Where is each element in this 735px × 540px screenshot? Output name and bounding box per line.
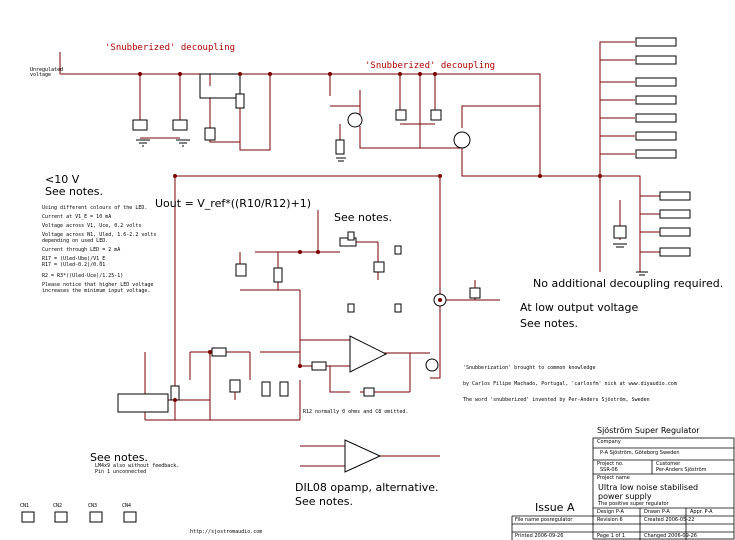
connector-label: CN1 bbox=[20, 503, 30, 509]
note-line: Current through LED = 2 mA bbox=[42, 247, 121, 253]
note-line: R2 = R3*((Uled-Uce)/1.25-1) bbox=[42, 273, 124, 279]
tb-project-name-3: The positive super regulator bbox=[598, 501, 669, 507]
no-additional-decoupling: No additional decoupling required. bbox=[533, 277, 724, 290]
lm-note-2: Pin 1 unconnected bbox=[95, 469, 147, 475]
tb-revision: Revision 6 bbox=[597, 517, 623, 523]
tb-page: Page 1 of 1 bbox=[597, 533, 626, 539]
connector-label: CN3 bbox=[88, 503, 98, 509]
note-line: R17 = (Uled-Ube)/V1_E bbox=[42, 256, 106, 262]
tb-project-name-1: Ultra low noise stabilised bbox=[598, 483, 699, 492]
low-output-label: At low output voltage bbox=[520, 301, 639, 314]
credit-2: by Carlos Filipe Machado, Portugal, 'car… bbox=[463, 381, 677, 387]
tb-company: P-A Sjöström, Göteborg Sweden bbox=[600, 450, 680, 456]
uout-formula: Uout = V_ref*((R10/R12)+1) bbox=[155, 197, 312, 210]
unregulated-label: Unregulated voltage bbox=[30, 67, 64, 78]
note-line: Please notice that higher LED voltage bbox=[42, 282, 154, 288]
connector-label: CN2 bbox=[53, 503, 63, 509]
snub-right-label: 'Snubberized' decoupling bbox=[365, 61, 496, 71]
note-line: Current at V1_E = 10 mA bbox=[42, 214, 112, 220]
tb-file-name: File name posregulator bbox=[515, 517, 573, 523]
tb-project-no: SSR-06 bbox=[600, 467, 618, 473]
tb-company-label: Company bbox=[597, 439, 621, 445]
tb-project-name-2: power supply bbox=[598, 492, 652, 501]
wires bbox=[59, 41, 660, 467]
lt10v-label: <10 V bbox=[45, 173, 80, 186]
tb-project-no-label: Project no. bbox=[597, 461, 624, 467]
issue-label: Issue A bbox=[535, 501, 575, 514]
credit-1: 'Snubberization' brought to common knowl… bbox=[463, 365, 596, 371]
components bbox=[21, 37, 691, 523]
note-line: R17 = (Uled-0.2)/0.01 bbox=[42, 262, 106, 268]
tb-appr: Appr. P-A bbox=[690, 509, 713, 515]
note-line: increases the minimum input voltage. bbox=[42, 288, 151, 294]
note-line: depending on used LED. bbox=[42, 238, 109, 244]
tb-printed: Printed 2006-09-26 bbox=[515, 533, 564, 539]
tb-customer: Per-Anders Sjöström bbox=[656, 467, 707, 473]
note-line: Voltage across V1, Uce, 0.2 volts bbox=[42, 223, 142, 229]
title-block-frame bbox=[511, 437, 735, 540]
r12-note: R12 normally 0 ohms and C8 omitted. bbox=[303, 409, 409, 415]
dil08-label: DIL08 opamp, alternative. bbox=[295, 481, 439, 494]
dil08-see-notes: See notes. bbox=[295, 495, 354, 508]
see-notes-1: See notes. bbox=[45, 185, 104, 198]
note-line: Using different colours of the LED. bbox=[42, 205, 148, 211]
snub-left-label: 'Snubberized' decoupling bbox=[105, 43, 236, 53]
see-notes-4: See notes. bbox=[90, 451, 149, 464]
tb-changed: Changed 2006-09-26 bbox=[644, 533, 697, 539]
note-line: Voltage across N1, Uled, 1.6-2.2 volts bbox=[42, 232, 157, 238]
credit-3: The word 'snubberized' invented by Per-A… bbox=[463, 397, 650, 403]
tb-design: Design P-A bbox=[597, 509, 624, 515]
tb-drawn: Drawn P-A bbox=[644, 509, 670, 515]
lm-note-1: LM4x9 also without feedback. bbox=[95, 463, 180, 469]
tb-project-name-label: Project name bbox=[597, 475, 630, 481]
website: http://sjostromaudio.com bbox=[190, 529, 263, 535]
tb-created: Created 2006-05-22 bbox=[644, 517, 695, 523]
junction-dots bbox=[138, 72, 602, 402]
connector-label: CN4 bbox=[122, 503, 132, 509]
tb-customer-label: Customer bbox=[656, 461, 681, 467]
notes-block: Using different colours of the LED. Curr… bbox=[42, 206, 156, 294]
title-block-title: Sjöström Super Regulator bbox=[597, 426, 700, 435]
see-notes-3: See notes. bbox=[520, 317, 579, 330]
see-notes-2: See notes. bbox=[334, 211, 393, 224]
